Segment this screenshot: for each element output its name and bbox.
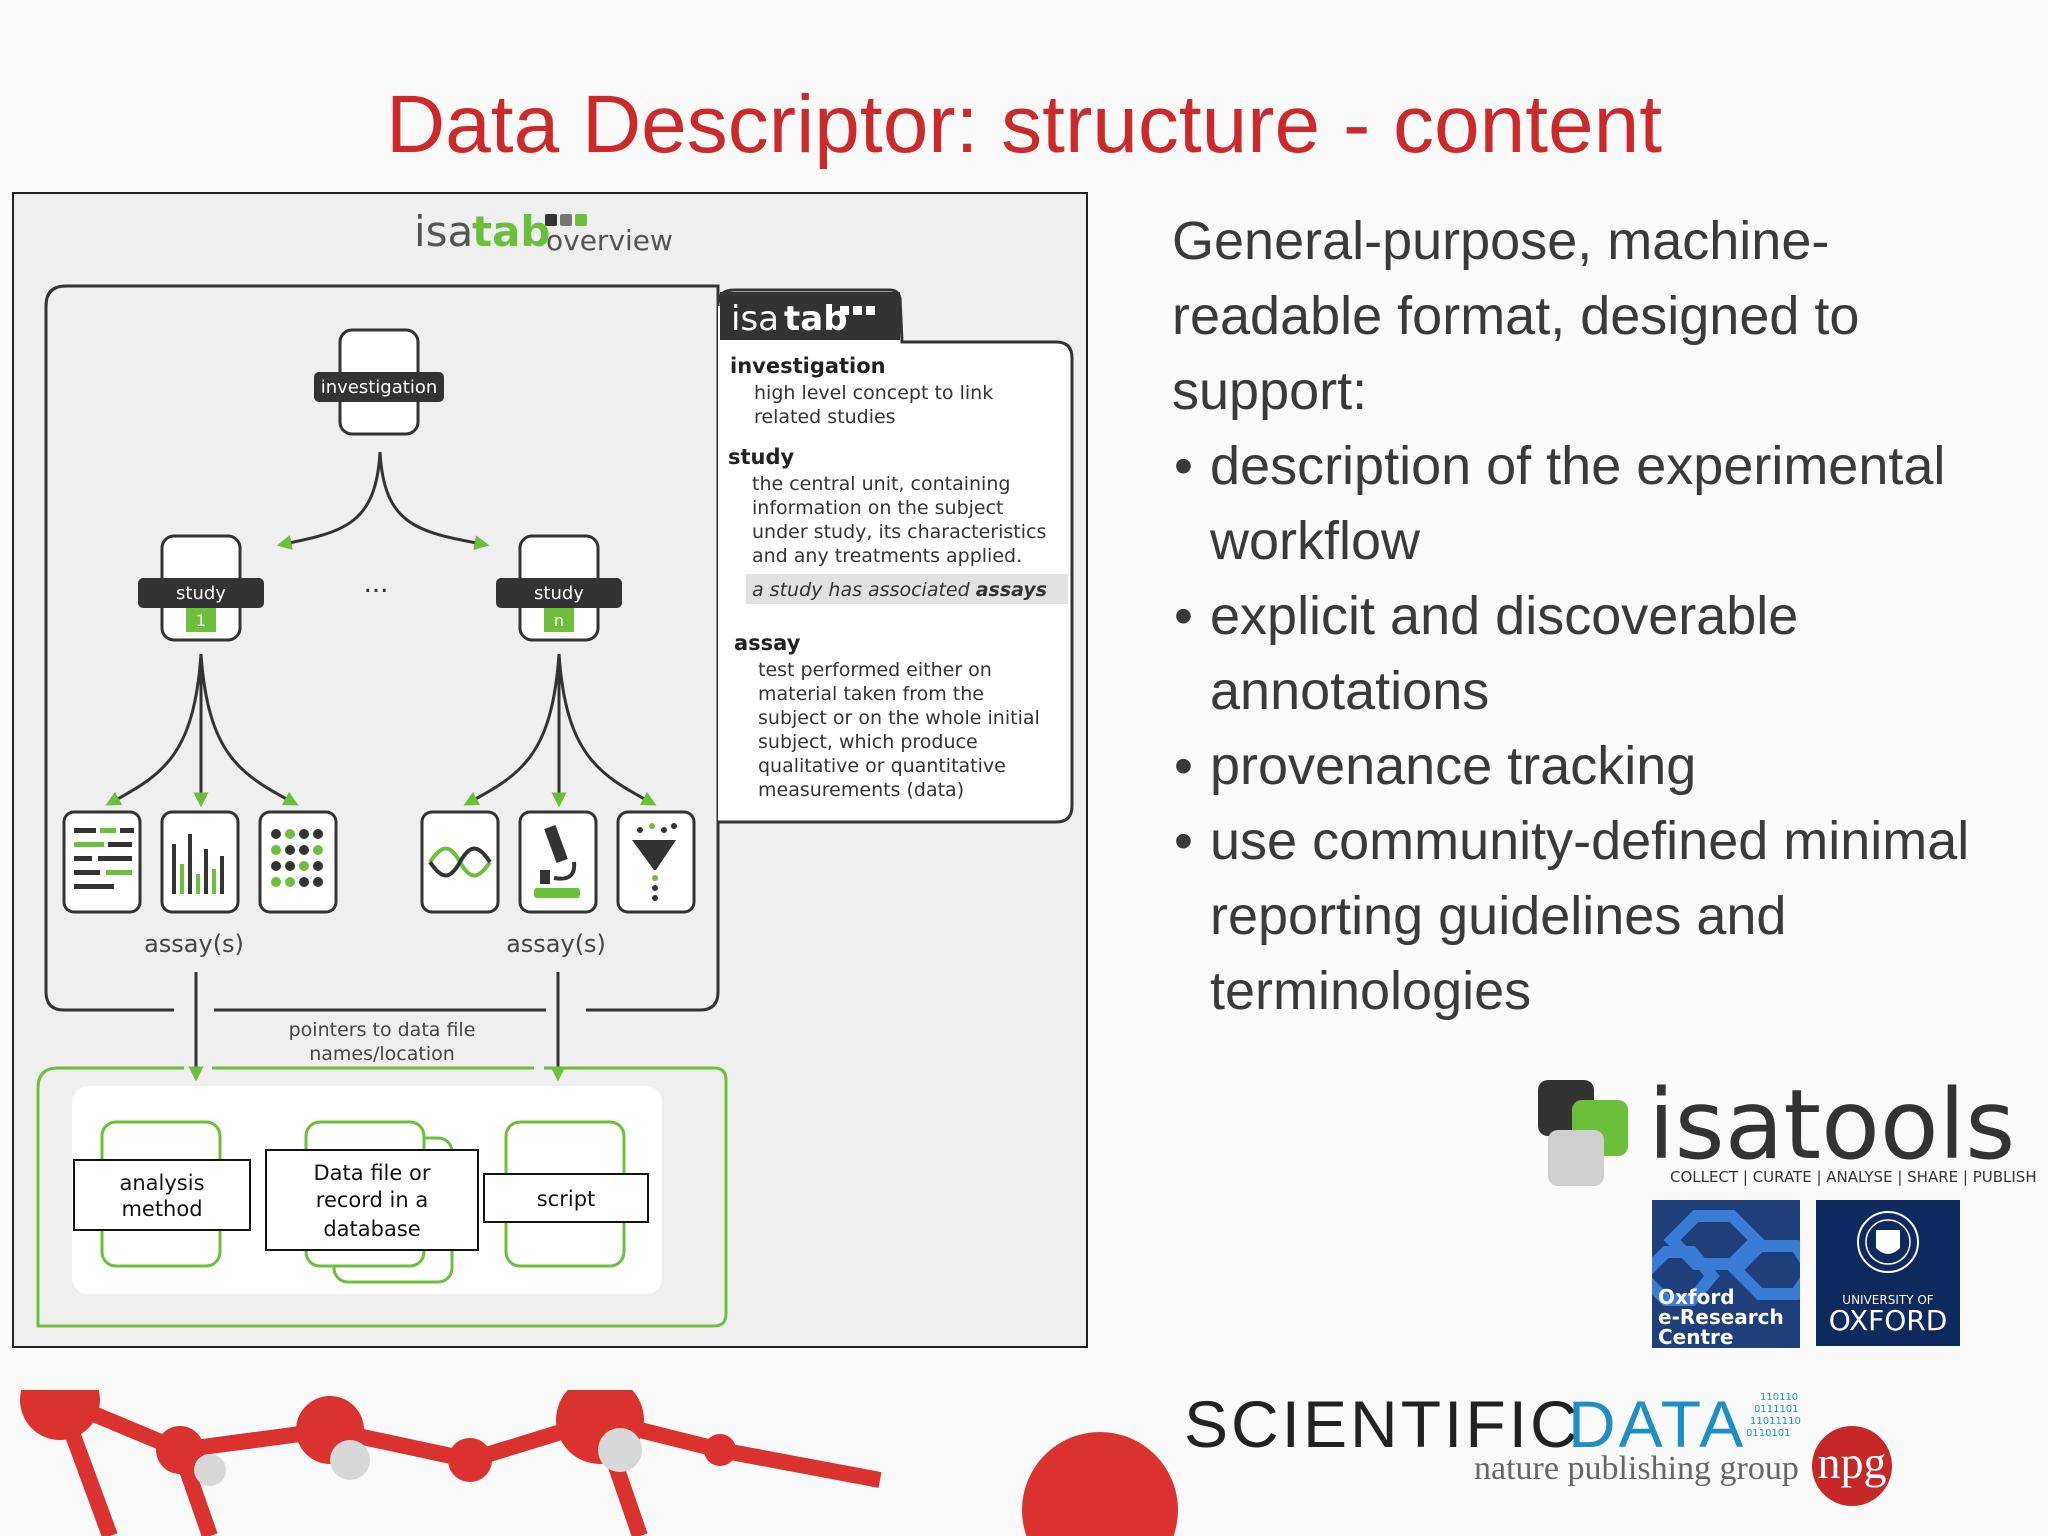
- isatab-logo-isa: isa: [414, 207, 473, 256]
- side-assay-line: qualitative or quantitative: [758, 755, 1006, 777]
- oxford-logo: UNIVERSITY OF OXFORD: [1816, 1200, 1960, 1346]
- study-1-label: study: [176, 583, 226, 604]
- side-study-line: information on the subject: [752, 497, 1004, 519]
- study-1-number: 1: [196, 611, 206, 630]
- definitions-panel: [716, 288, 1074, 824]
- logo-squares-icon: [545, 214, 587, 226]
- data-file-line3: database: [323, 1217, 420, 1241]
- oerc-line2: e-Research: [1658, 1305, 1784, 1329]
- oerc-line3: Centre: [1658, 1325, 1733, 1348]
- study-note-highlight: [746, 574, 1068, 604]
- study-n-label: study: [534, 583, 584, 604]
- pointers-label-line1: pointers to data file: [289, 1019, 476, 1041]
- side-study-line: and any treatments applied.: [752, 545, 1022, 567]
- oxford-crest-icon: [1857, 1211, 1919, 1273]
- side-study-line: the central unit, containing: [752, 473, 1010, 495]
- side-assay-line: material taken from the: [758, 683, 984, 705]
- svg-text:0110101: 0110101: [1746, 1428, 1791, 1439]
- bullet-item: description of the experimental workflow: [1172, 429, 2032, 579]
- pointers-label-line2: names/location: [309, 1043, 455, 1065]
- side-assay-line: test performed either on: [758, 659, 992, 681]
- molecule-decoration: [20, 1390, 1178, 1536]
- bullet-item: use community-defined minimal reporting …: [1172, 804, 2032, 1029]
- study-n-number: n: [554, 611, 564, 630]
- analysis-method-line1: analysis: [119, 1171, 204, 1195]
- script-label: script: [537, 1187, 596, 1211]
- sd-scientific-word: SCIENTIFIC: [1184, 1387, 1581, 1461]
- svg-text:11011110: 11011110: [1750, 1416, 1801, 1427]
- data-files-container: [36, 1066, 728, 1328]
- isatools-wordmark: isatools: [1648, 1070, 2015, 1181]
- side-assay-line: subject or on the whole initial: [758, 707, 1040, 729]
- data-file-line1: Data file or: [314, 1161, 431, 1185]
- panel-logo-isa: isa: [731, 299, 779, 339]
- panel-squares-icon: [840, 306, 875, 315]
- side-assay-heading: assay: [734, 631, 801, 655]
- investigation-label: investigation: [321, 377, 438, 398]
- study-1-assay-branches: [105, 653, 299, 808]
- svg-text:0111101: 0111101: [1754, 1404, 1799, 1415]
- side-assay-line: measurements (data): [758, 779, 964, 801]
- svg-text:110110: 110110: [1760, 1392, 1798, 1403]
- isatab-diagram-frame: isa tab overview isa tab investigation h…: [12, 192, 1088, 1348]
- isa-container: [44, 284, 720, 1012]
- assay-dna-icon: [420, 810, 500, 914]
- bullet-item: provenance tracking: [1172, 729, 2032, 804]
- analysis-method-line2: method: [121, 1197, 202, 1221]
- isatools-tagline: COLLECT | CURATE | ANALYSE | SHARE | PUB…: [1670, 1168, 2037, 1186]
- studies-ellipsis: ...: [364, 569, 389, 599]
- isatools-logo: isatools COLLECT | CURATE | ANALYSE | SH…: [1538, 1070, 2037, 1186]
- side-investigation-heading: investigation: [730, 354, 886, 378]
- oerc-logo: Oxford e-Research Centre: [1652, 1200, 1800, 1348]
- slide-title: Data Descriptor: structure - content: [385, 79, 1663, 170]
- npg-badge: npg: [1812, 1426, 1892, 1506]
- body-text: General-purpose, machine-readable format…: [1172, 204, 2032, 1029]
- bullet-list: description of the experimental workflow…: [1172, 429, 2032, 1029]
- npg-badge-text: npg: [1817, 1437, 1887, 1488]
- side-investigation-line: high level concept to link: [754, 382, 993, 404]
- assays-right-label: assay(s): [506, 930, 606, 958]
- assays-left-label: assay(s): [144, 930, 244, 958]
- study-1-node: study 1: [138, 534, 264, 642]
- side-study-note: a study has associated assays: [752, 579, 1047, 601]
- assay-spectrum-icon: [160, 810, 240, 914]
- branch-to-study-n: [378, 451, 490, 551]
- branch-to-study-1: [276, 451, 382, 550]
- side-assay-line: subject, which produce: [758, 731, 978, 753]
- analysis-method-box: analysis method: [73, 1159, 251, 1231]
- isatab-overview-diagram: isa tab overview isa tab investigation h…: [36, 207, 1074, 1328]
- sd-data-word: DATA: [1568, 1387, 1747, 1461]
- sd-npg-text: nature publishing group: [1474, 1450, 1799, 1487]
- bullet-item: explicit and discoverable annotations: [1172, 579, 2032, 729]
- oerc-line1: Oxford: [1658, 1285, 1735, 1309]
- script-box: script: [483, 1173, 649, 1223]
- investigation-node: investigation: [314, 328, 444, 436]
- assay-dot-grid-icon: [258, 810, 338, 914]
- data-file-line2: record in a: [316, 1188, 428, 1212]
- side-study-line: under study, its characteristics: [752, 521, 1046, 543]
- intro-text: General-purpose, machine-readable format…: [1172, 211, 1860, 421]
- assay-funnel-icon: [616, 810, 696, 914]
- data-file-box: Data file or record in a database: [265, 1149, 479, 1251]
- isatab-logo-tab: tab: [472, 207, 550, 256]
- study-n-assay-branches: [463, 653, 657, 808]
- assay-microscope-icon: [518, 810, 598, 914]
- side-investigation-line: related studies: [754, 406, 896, 428]
- side-study-heading: study: [728, 445, 795, 469]
- isatab-logo-overview: overview: [546, 224, 673, 257]
- oxford-big-text: OXFORD: [1829, 1304, 1948, 1337]
- oxford-small-text: UNIVERSITY OF: [1842, 1293, 1934, 1307]
- study-n-node: study n: [496, 534, 622, 642]
- panel-logo-tab: tab: [784, 299, 848, 339]
- assay-table-icon: [62, 810, 142, 914]
